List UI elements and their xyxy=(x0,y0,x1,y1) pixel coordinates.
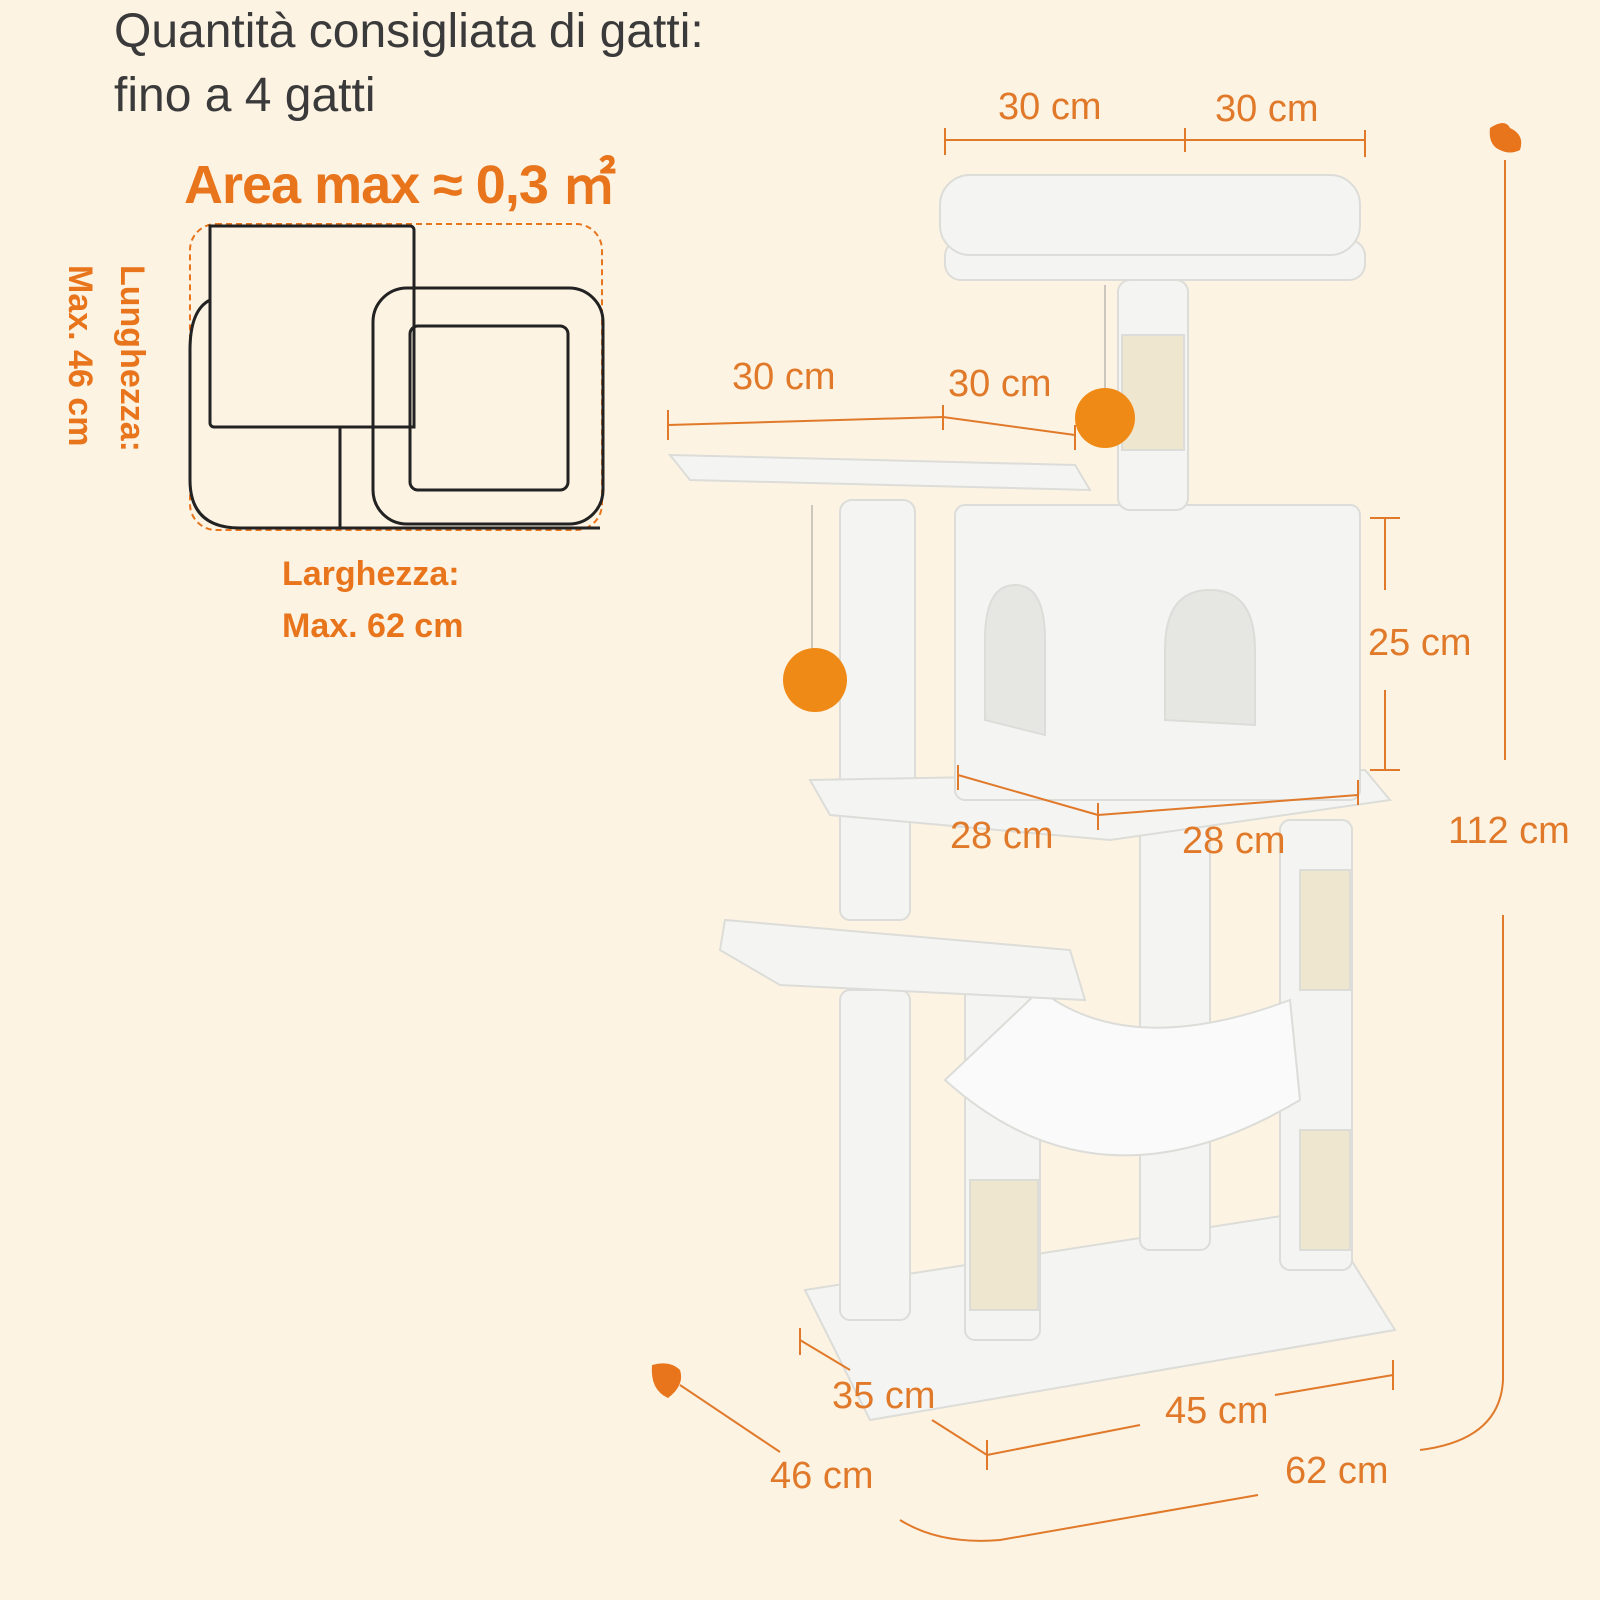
dim-condo-depth: 28 cm xyxy=(950,815,1054,857)
dim-condo-width: 28 cm xyxy=(1182,820,1286,862)
dim-base-width: 45 cm xyxy=(1165,1390,1269,1432)
dim-total-height: 112 cm xyxy=(1448,810,1570,852)
arrow-bottom-left-icon xyxy=(651,1363,682,1398)
width-value: Max. 62 cm xyxy=(282,607,464,645)
dim-platform-depth: 30 cm xyxy=(948,363,1052,405)
heading-line-2: fino a 4 gatti xyxy=(114,69,376,122)
footprint-diagram xyxy=(188,223,605,531)
dim-total-depth: 46 cm xyxy=(770,1455,874,1497)
arrow-top-icon xyxy=(1489,123,1522,153)
heading-line-1: Quantità consigliata di gatti: xyxy=(114,5,704,58)
dimension-lines xyxy=(667,128,1506,1542)
dim-total-width: 62 cm xyxy=(1285,1450,1389,1492)
recommended-cats-heading: Quantità consigliata di gatti: fino a 4 … xyxy=(114,0,704,128)
pom-pom-toys xyxy=(783,285,1135,712)
dim-top-perch-left: 30 cm xyxy=(998,86,1102,128)
length-title: Lunghezza: xyxy=(113,265,151,452)
cat-tree-image xyxy=(667,174,1397,1422)
dim-platform-width: 30 cm xyxy=(732,356,836,398)
dim-condo-height: 25 cm xyxy=(1368,622,1472,664)
width-title: Larghezza: xyxy=(282,555,460,593)
area-max-label: Area max ≈ 0,3 ㎡ xyxy=(184,155,616,215)
length-value: Max. 46 cm xyxy=(61,265,99,447)
dim-base-depth: 35 cm xyxy=(832,1375,936,1417)
dim-top-perch-right: 30 cm xyxy=(1215,88,1319,130)
